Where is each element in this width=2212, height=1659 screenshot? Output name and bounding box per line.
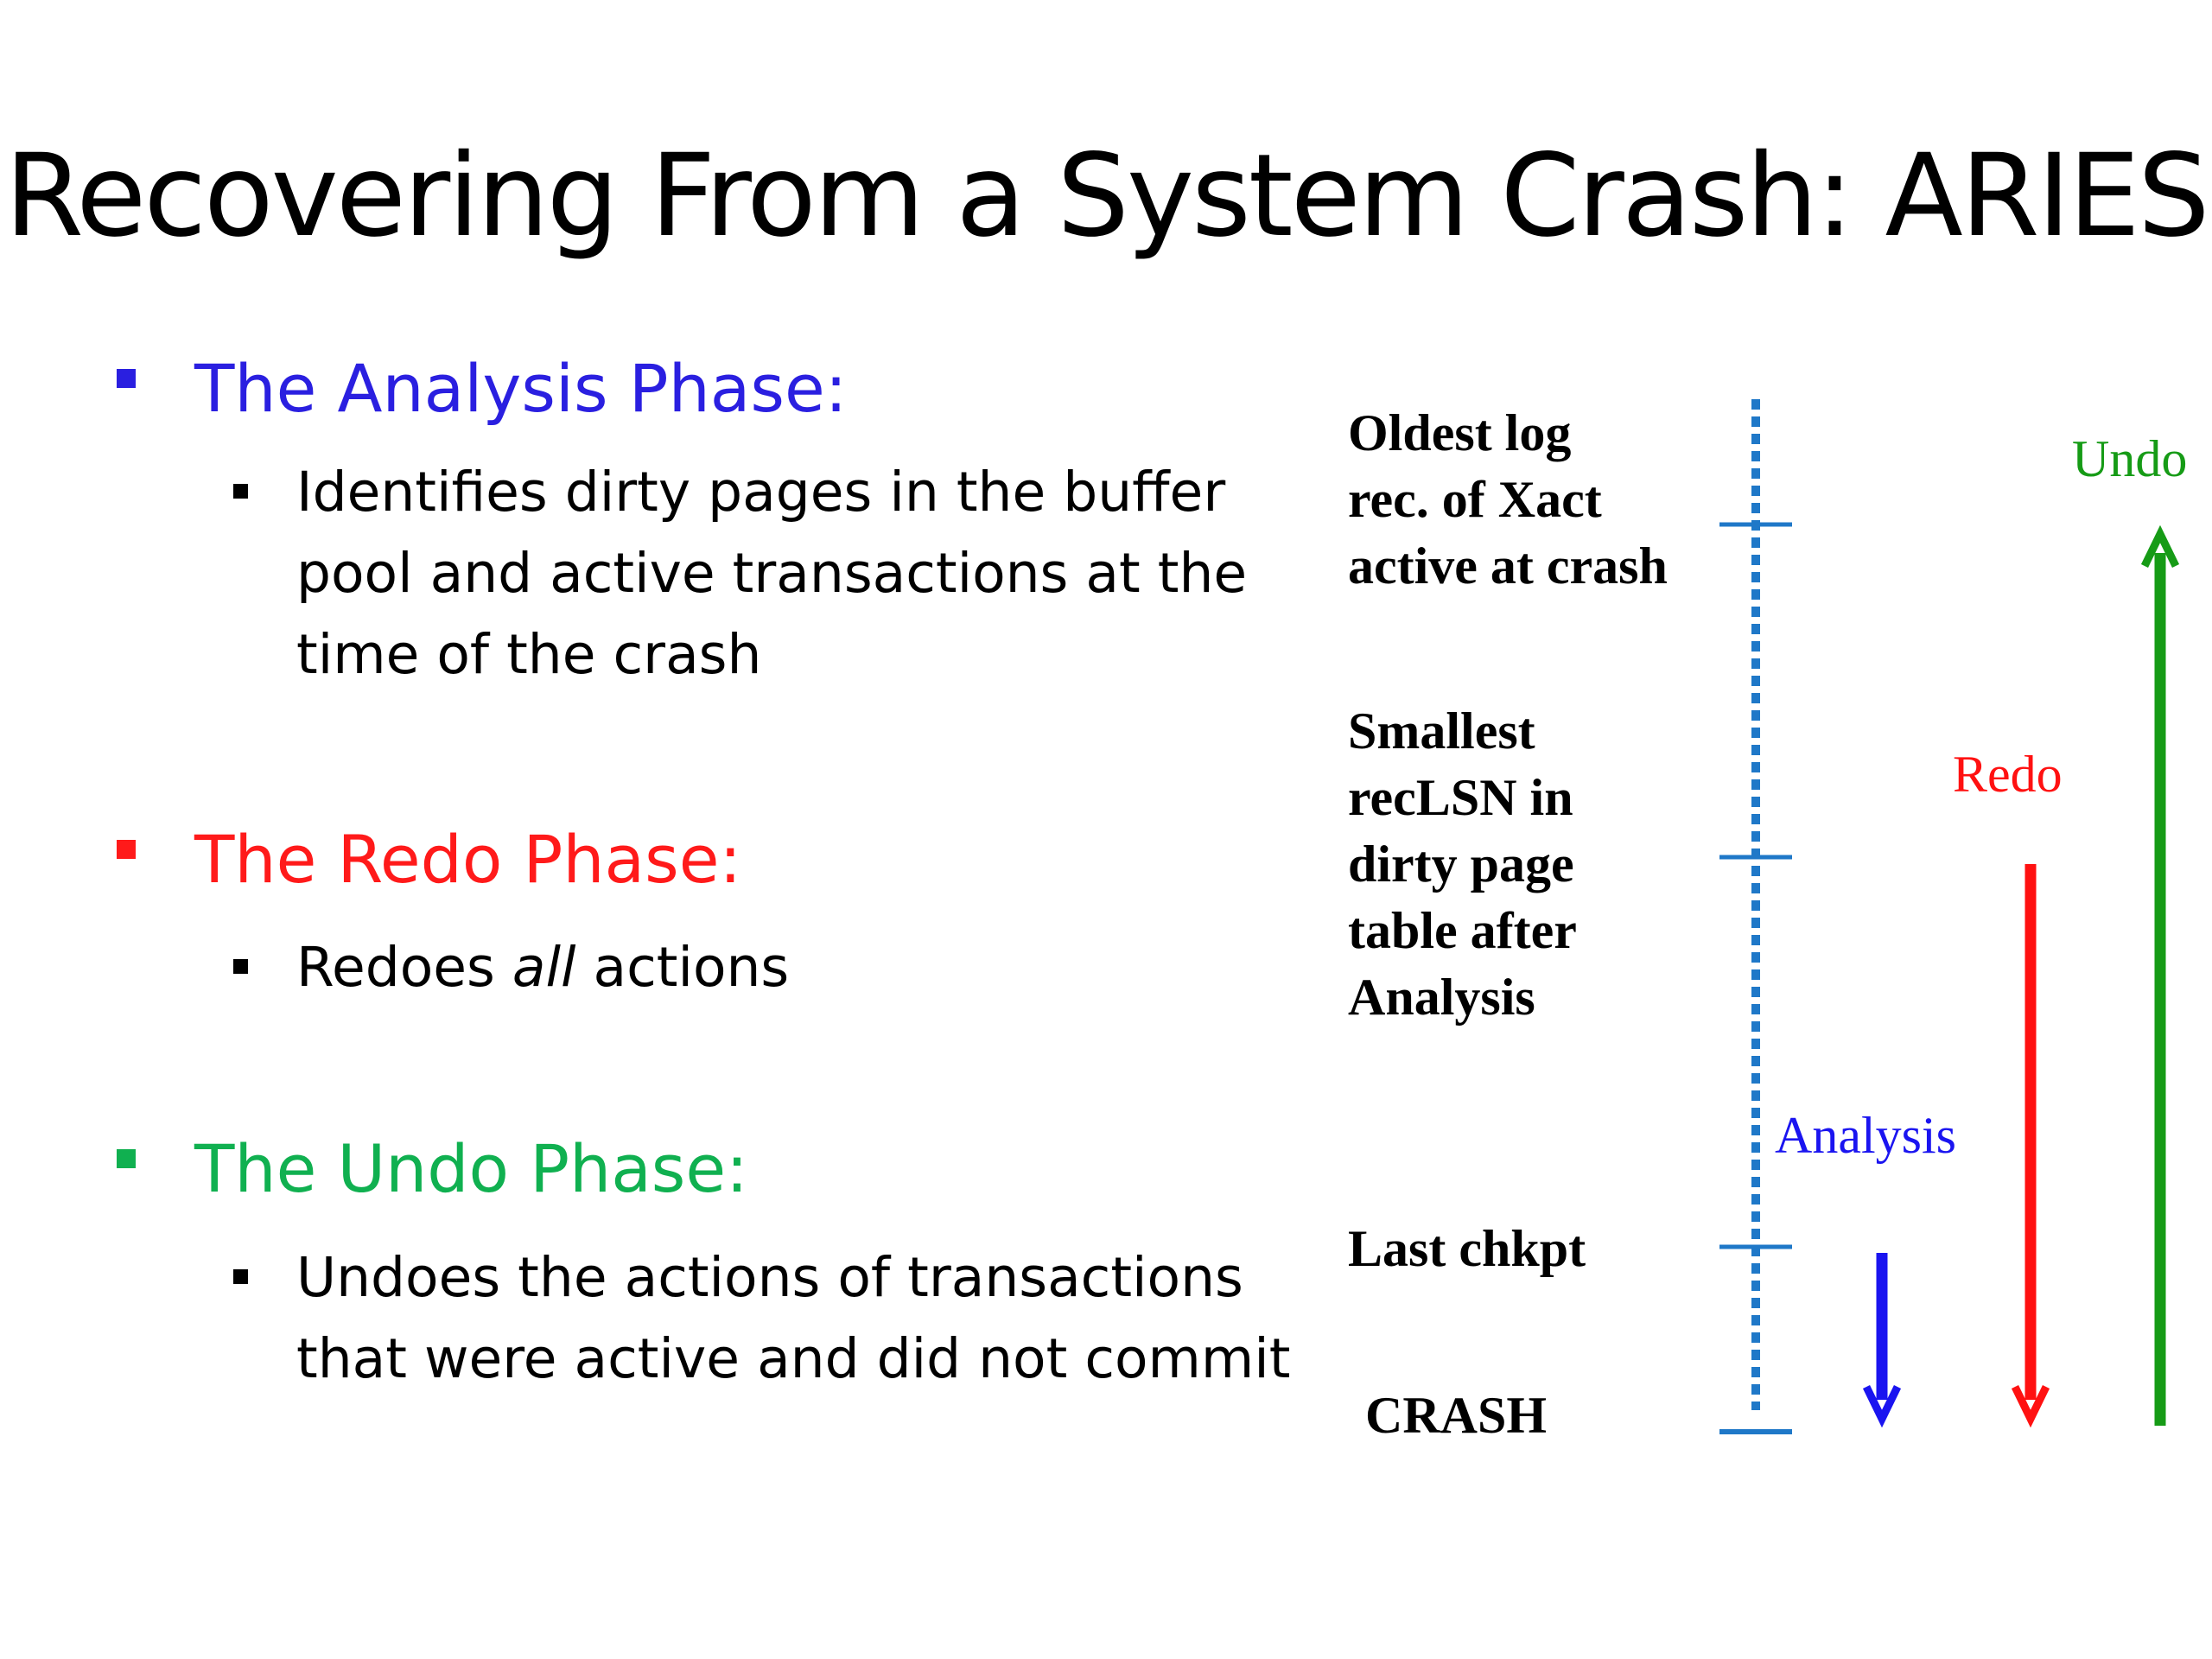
undo-detail-line: Undoes the actions of transactions: [296, 1246, 1243, 1309]
redo-phase-title: The Redo Phase:: [194, 821, 742, 898]
undo-phase-heading: The Undo Phase:: [117, 1130, 748, 1207]
analysis-phase-detail: Identifies dirty pages in the buffer poo…: [233, 452, 1248, 696]
smallest-reclsn-label: Smallest recLSN in dirty page table afte…: [1348, 702, 1577, 1026]
redo-detail-bullet-icon: [233, 959, 248, 974]
undo-bullet-icon: [117, 1149, 136, 1168]
undo-phase-detail: Undoes the actions of transactions that …: [233, 1237, 1291, 1400]
undo-phase-title: The Undo Phase:: [194, 1130, 748, 1207]
analysis-arrow: [1862, 1253, 1902, 1428]
undo-arrow: [2140, 524, 2180, 1426]
redo-arrow: [2011, 864, 2050, 1428]
analysis-phase-title: The Analysis Phase:: [194, 350, 848, 427]
slide-title: Recovering From a System Crash: ARIES: [4, 130, 2209, 263]
undo-detail-bullet-icon: [233, 1269, 248, 1284]
analysis-arrow-label: Analysis: [1775, 1107, 1956, 1164]
crash-label: CRASH: [1365, 1387, 1548, 1444]
analysis-detail-line: time of the crash: [296, 623, 762, 686]
analysis-detail-line: Identifies dirty pages in the buffer: [296, 461, 1226, 524]
redo-detail-line: Redoes all actions: [296, 936, 790, 999]
redo-phase-heading: The Redo Phase:: [117, 821, 742, 898]
analysis-detail-line: pool and active transactions at the: [296, 542, 1248, 605]
undo-arrow-label: Undo: [2072, 430, 2188, 487]
oldest-log-label: Oldest log rec. of Xact active at crash: [1348, 404, 1668, 594]
analysis-detail-bullet-icon: [233, 484, 248, 499]
undo-detail-line: that were active and did not commit: [296, 1327, 1291, 1390]
analysis-phase-heading: The Analysis Phase:: [117, 350, 848, 427]
redo-bullet-icon: [117, 840, 136, 859]
last-checkpoint-label: Last chkpt: [1348, 1220, 1586, 1277]
analysis-bullet-icon: [117, 369, 136, 388]
redo-arrow-label: Redo: [1953, 746, 2063, 803]
redo-phase-detail: Redoes all actions: [233, 927, 790, 1008]
